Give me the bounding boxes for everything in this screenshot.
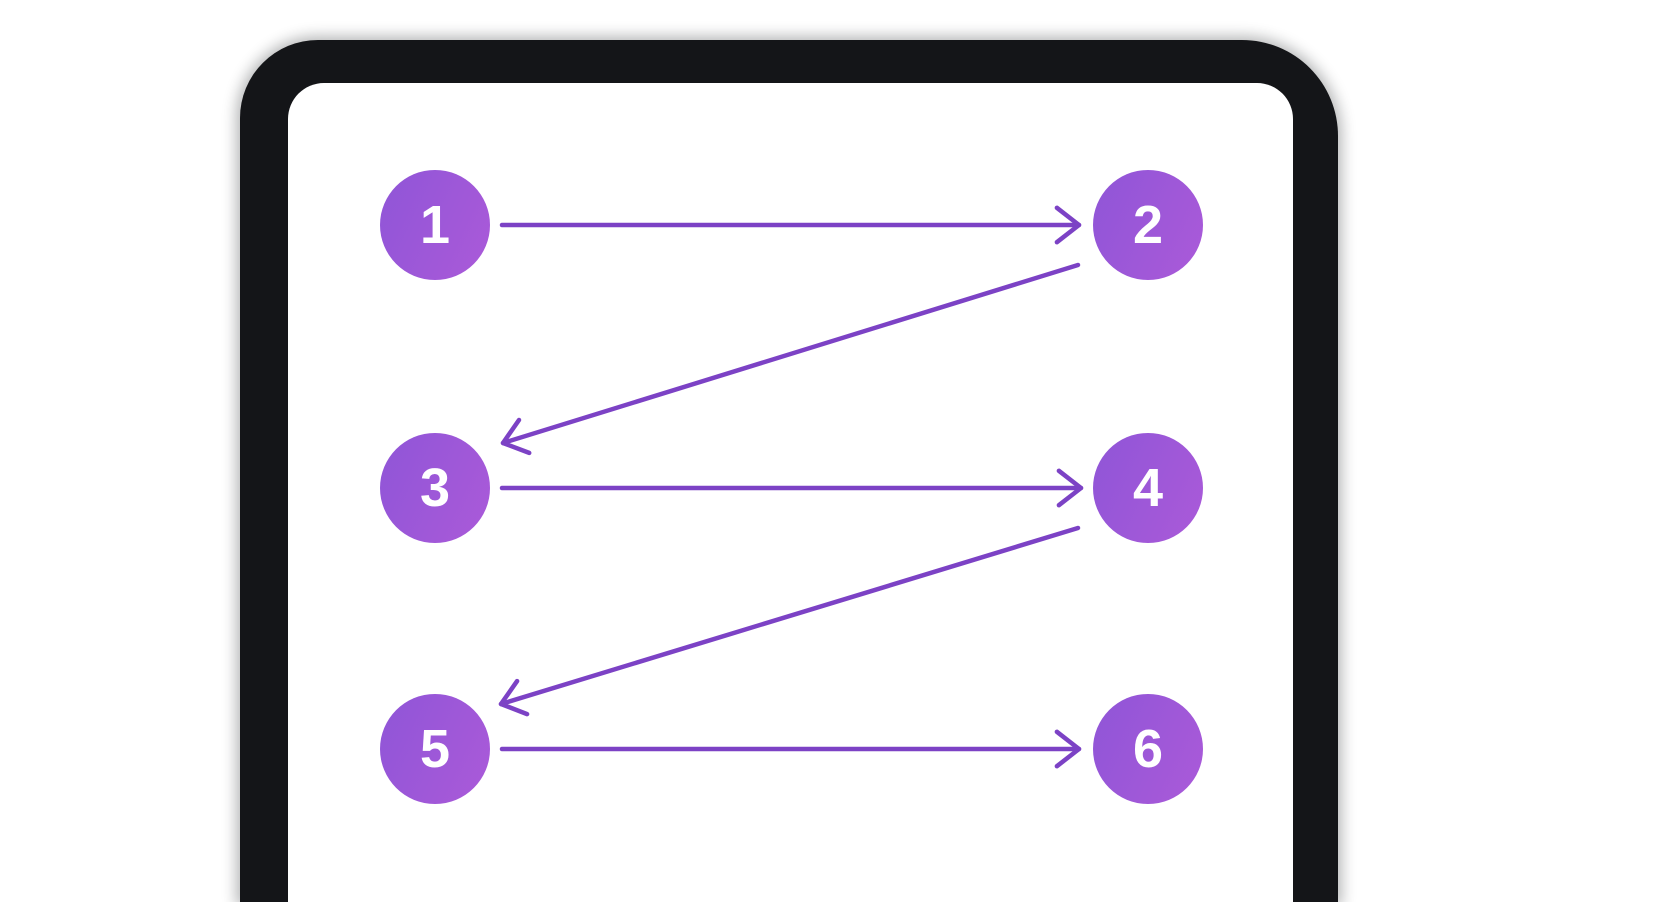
window-card: [288, 83, 1293, 902]
window-frame: [240, 40, 1338, 902]
